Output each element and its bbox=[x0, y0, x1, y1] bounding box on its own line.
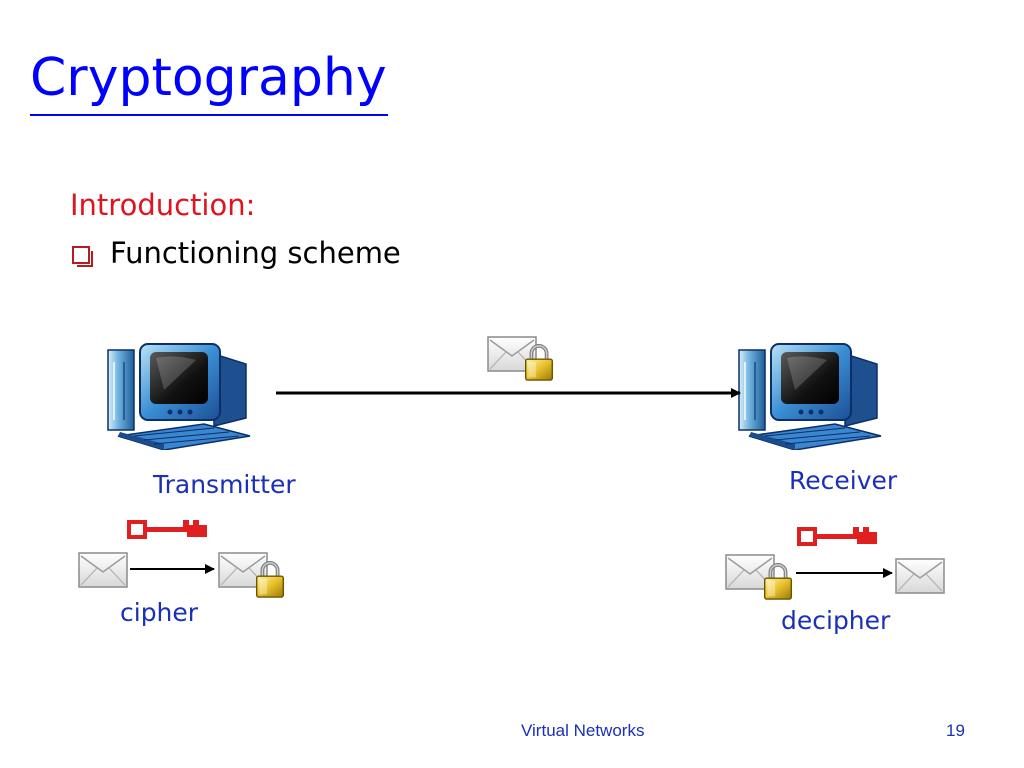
transmitter-computer-icon bbox=[104, 340, 254, 450]
transit-padlock-icon bbox=[523, 343, 555, 381]
bullet-box-icon bbox=[72, 246, 93, 267]
bullet-item: Functioning scheme bbox=[72, 236, 401, 270]
decipher-label: decipher bbox=[781, 606, 891, 635]
title-underline bbox=[30, 114, 388, 116]
cipher-label: cipher bbox=[120, 598, 199, 627]
footer-title: Virtual Networks bbox=[521, 721, 645, 740]
decipher-key-icon bbox=[797, 524, 881, 548]
encrypted-padlock-icon bbox=[762, 562, 794, 600]
decipher-arrow bbox=[796, 568, 893, 578]
cipher-key-icon bbox=[127, 517, 211, 541]
receiver-label: Receiver bbox=[789, 466, 898, 495]
plain-envelope-icon bbox=[78, 552, 128, 588]
deciphered-envelope-icon bbox=[895, 558, 945, 594]
transmission-arrow bbox=[276, 388, 741, 398]
ciphered-padlock-icon bbox=[254, 560, 286, 598]
page-number: 19 bbox=[946, 721, 965, 740]
intro-heading: Introduction: bbox=[70, 188, 256, 222]
bullet-text: Functioning scheme bbox=[110, 236, 401, 270]
slide-title: Cryptography bbox=[30, 48, 387, 108]
transmitter-label: Transmitter bbox=[153, 470, 296, 499]
receiver-computer-icon bbox=[735, 340, 885, 450]
cipher-arrow bbox=[130, 564, 215, 574]
